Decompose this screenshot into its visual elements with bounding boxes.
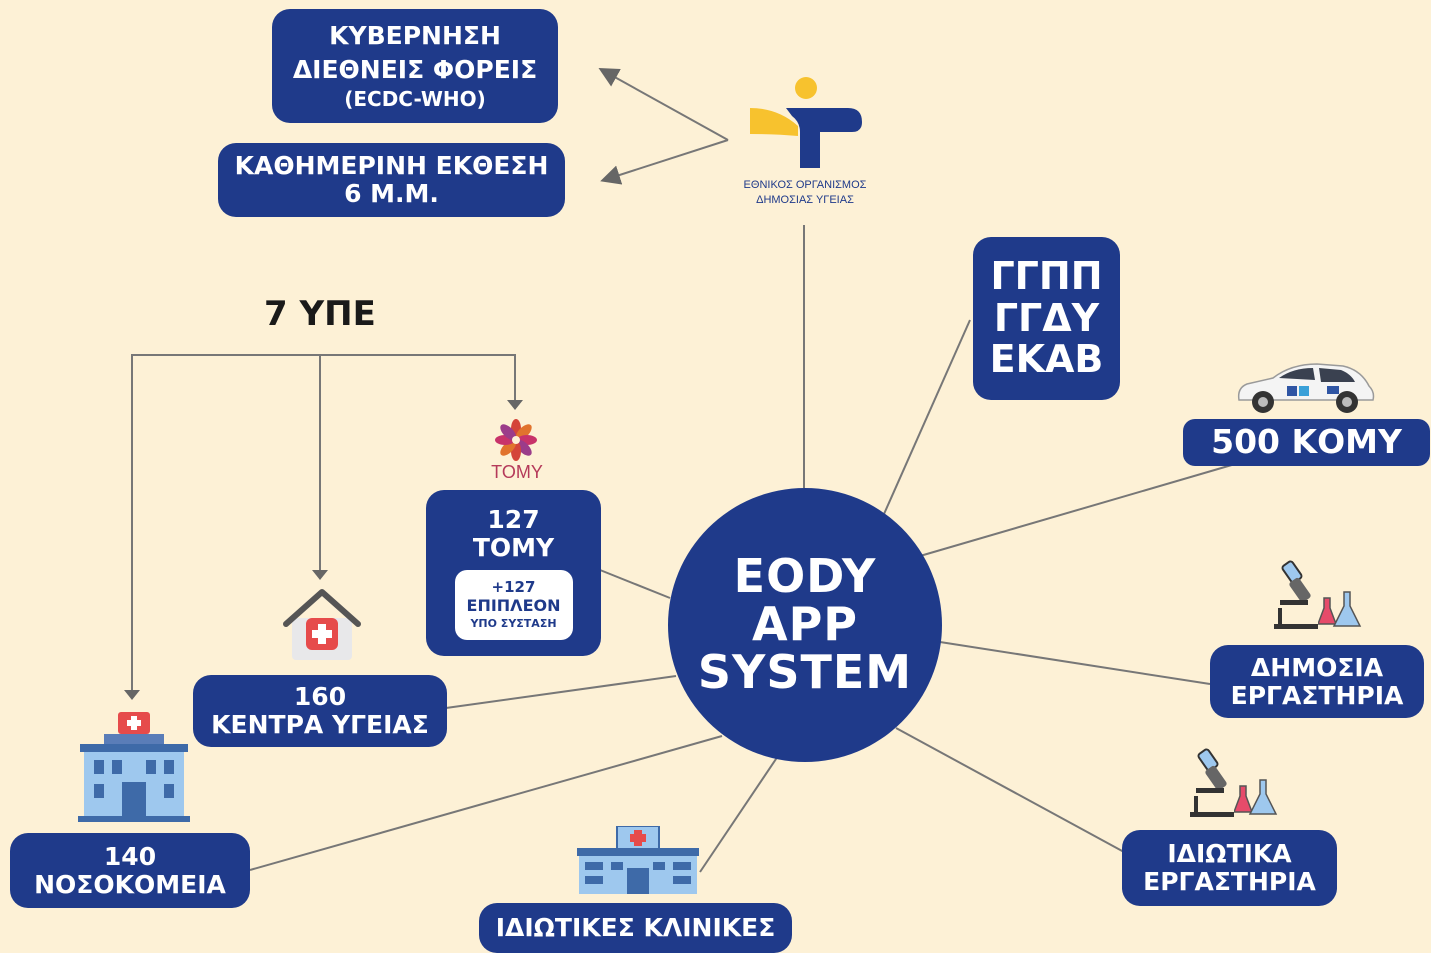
tomy-count: 127	[487, 505, 540, 534]
komy-box: 500 ΚΟΜΥ	[1183, 419, 1430, 466]
ype-title: 7 ΥΠΕ	[264, 294, 376, 334]
hospitals-box: 140 ΝΟΣΟΚΟΜΕΙΑ	[10, 833, 250, 908]
line-hub-to-public-labs	[939, 641, 1211, 685]
eody-logo-line2: ΔΗΜΟΣΙΑΣ ΥΓΕΙΑΣ	[756, 193, 854, 206]
flask-icon	[1318, 591, 1362, 627]
government-line3: (ECDC-WHO)	[344, 86, 486, 111]
authorities-box: ΓΓΠΠ ΓΓΔΥ ΕΚΑΒ	[973, 237, 1120, 400]
daily-report-box: ΚΑΘΗΜΕΡΙΝΗ ΕΚΘΕΣΗ 6 Μ.Μ.	[218, 143, 565, 217]
komy-label: 500 ΚΟΜΥ	[1211, 422, 1402, 462]
eody-logo-icon	[750, 77, 862, 168]
flask-icon	[1234, 779, 1278, 815]
microscope-icon	[1190, 748, 1234, 817]
ype-arrowhead-health-centers	[312, 570, 328, 580]
government-line1: ΚΥΒΕΡΝΗΣΗ	[329, 20, 501, 50]
tomy-box: 127 ΤΟΜΥ +127 ΕΠΙΠΛΕΟΝ ΥΠΟ ΣΥΣΤΑΣΗ	[426, 490, 601, 656]
health-centers-count: 160	[293, 682, 347, 711]
eody-logo-line1: ΕΘΝΙΚΟΣ ΟΡΓΑΝΙΣΜΟΣ	[743, 179, 867, 191]
authorities-line1: ΓΓΠΠ	[990, 253, 1103, 298]
line-hub-to-private-labs	[895, 727, 1125, 853]
ambulance-car-icon	[1237, 363, 1375, 413]
line-hub-to-clinics	[699, 755, 779, 873]
arrow-to-daily-report	[600, 139, 729, 185]
authorities-line2: ΓΓΔΥ	[993, 295, 1100, 340]
eody-logo-text: ΕΘΝΙΚΟΣ ΟΡΓΑΝΙΣΜΟΣ ΔΗΜΟΣΙΑΣ ΥΓΕΙΑΣ	[730, 178, 880, 208]
private-clinics-box: ΙΔΙΩΤΙΚΕΣ ΚΛΙΝΙΚΕΣ	[479, 903, 792, 953]
tomy-logo-text: ΤΟΜΥ	[491, 462, 543, 482]
private-labs-line1: ΙΔΙΩΤΙΚΑ	[1167, 839, 1292, 868]
tomy-flower-icon	[495, 419, 537, 461]
hub-line2: APP	[751, 597, 859, 652]
line-hub-to-hospitals	[249, 735, 723, 871]
hub-line3: SYSTEM	[697, 644, 913, 699]
government-box: ΚΥΒΕΡΝΗΣΗ ΔΙΕΘΝΕΙΣ ΦΟΡΕΙΣ (ECDC-WHO)	[272, 9, 558, 123]
arrow-to-government	[598, 68, 729, 141]
tomy-label: ΤΟΜΥ	[472, 533, 555, 562]
eody-app-system-hub: EODY APP SYSTEM	[668, 488, 942, 762]
authorities-line3: ΕΚΑΒ	[989, 337, 1104, 382]
hospitals-label: ΝΟΣΟΚΟΜΕΙΑ	[34, 869, 226, 899]
line-hub-to-authorities	[883, 319, 971, 515]
line-hub-to-health-centers	[445, 675, 677, 709]
line-hub-to-tomy	[599, 569, 671, 599]
public-labs-box: ΔΗΜΟΣΙΑ ΕΡΓΑΣΤΗΡΙΑ	[1210, 645, 1424, 718]
tomy-extra-count: +127	[491, 578, 536, 597]
private-labs-box: ΙΔΙΩΤΙΚΑ ΕΡΓΑΣΤΗΡΙΑ	[1122, 830, 1337, 906]
clinic-icon	[577, 826, 699, 894]
microscope-icon	[1274, 560, 1318, 629]
daily-report-line2: 6 Μ.Μ.	[344, 179, 439, 208]
private-clinics-label: ΙΔΙΩΤΙΚΕΣ ΚΛΙΝΙΚΕΣ	[495, 913, 776, 942]
hub-line1: EODY	[733, 549, 877, 604]
tomy-extra-pill: +127 ΕΠΙΠΛΕΟΝ ΥΠΟ ΣΥΣΤΑΣΗ	[454, 570, 573, 640]
ype-arrowhead-tomy	[507, 400, 523, 410]
government-line2: ΔΙΕΘΝΕΙΣ ΦΟΡΕΙΣ	[292, 54, 538, 84]
public-labs-line2: ΕΡΓΑΣΤΗΡΙΑ	[1230, 680, 1404, 710]
public-labs-line1: ΔΗΜΟΣΙΑ	[1250, 652, 1384, 682]
ype-bracket	[131, 354, 516, 690]
tomy-extra-note: ΥΠΟ ΣΥΣΤΑΣΗ	[470, 617, 557, 630]
private-labs-line2: ΕΡΓΑΣΤΗΡΙΑ	[1143, 867, 1316, 896]
health-centers-label: ΚΕΝΤΡΑ ΥΓΕΙΑΣ	[211, 710, 429, 739]
tomy-extra-label: ΕΠΙΠΛΕΟΝ	[466, 595, 561, 615]
hospitals-count: 140	[103, 841, 157, 871]
hospital-icon	[78, 712, 190, 822]
health-center-icon	[283, 589, 361, 660]
ype-arrowhead-hospitals	[124, 690, 140, 700]
line-hub-to-komy	[919, 461, 1243, 557]
daily-report-line1: ΚΑΘΗΜΕΡΙΝΗ ΕΚΘΕΣΗ	[234, 151, 549, 180]
health-centers-box: 160 ΚΕΝΤΡΑ ΥΓΕΙΑΣ	[193, 675, 447, 747]
